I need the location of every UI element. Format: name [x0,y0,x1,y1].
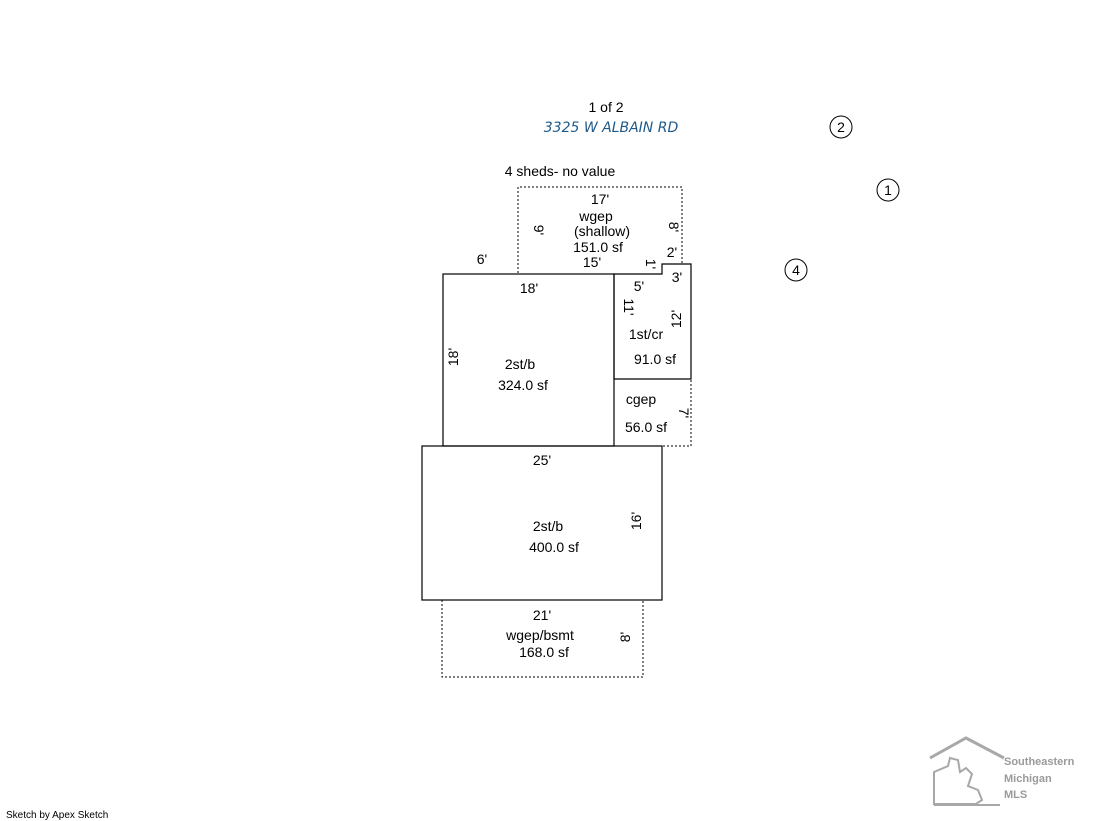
dim-cr-left-11: 11' [621,298,637,315]
dim-step-1: 1' [643,259,659,269]
dim-lower-b-top: 25' [533,452,551,468]
mls-logo-line3: MLS [1004,789,1027,801]
dim-top-wgep-right: 8' [666,222,682,232]
area-wgep-bsmt-name: wgep/bsmt [505,627,574,643]
area-lower-2st-b-size: 400.0 sf [529,539,579,555]
dim-lower-b-side: 16' [628,512,644,530]
dim-cr-right-12: 12' [668,310,684,328]
dim-wgep-bsmt-top: 21' [533,607,551,623]
dim-upper-b-side: 18' [445,348,461,366]
dim-cr-notch-3: 3' [672,269,682,285]
area-upper-2st-b-size: 324.0 sf [498,377,548,393]
area-cgep: cgep 56.0 sf [613,379,692,447]
dim-top-wgep-notch: 2' [667,244,677,260]
dim-top-wgep-left: 9' [531,225,547,235]
svg-text:4: 4 [792,262,800,278]
area-wgep-bsmt: wgep/bsmt 168.0 sf [441,600,644,678]
area-lower-2st-b-name: 2st/b [533,518,564,534]
area-cgep-name: cgep [626,391,657,407]
dim-top-wgep-width: 17' [591,191,609,207]
marker-1: 1 [876,178,900,202]
area-wgep-bsmt-size: 168.0 sf [519,644,569,660]
dim-offset-6: 6' [477,251,487,267]
area-wgep-shallow-name: wgep [578,208,613,224]
marker-2: 2 [829,115,853,139]
dim-cr-top-5: 5' [634,278,644,294]
dim-upper-b-top: 18' [520,280,538,296]
property-address: 3325 W ALBAIN RD [544,120,679,136]
mls-logo-line2: Michigan [1004,773,1052,785]
page-indicator: 1 of 2 [588,99,623,115]
mls-logo-line1: Southeastern [1004,756,1075,768]
dim-wgep-bsmt-side: 8' [617,632,633,642]
area-upper-2st-b-name: 2st/b [505,356,536,372]
area-1st-cr-size: 91.0 sf [634,351,676,367]
area-wgep-shallow-size: 151.0 sf [573,239,623,255]
area-cgep-size: 56.0 sf [625,419,667,435]
area-upper-2st-b: 2st/b 324.0 sf [442,273,615,447]
sheds-note: 4 sheds- no value [505,163,616,179]
area-lower-2st-b: 2st/b 400.0 sf [421,445,663,601]
area-wgep-shallow-sub: (shallow) [574,223,630,239]
svg-text:1: 1 [884,182,892,198]
area-1st-cr-name: 1st/cr [629,326,664,342]
marker-4: 4 [784,258,808,282]
mls-logo: Southeastern Michigan MLS [929,736,1075,806]
dim-top-wgep-bottom: 15' [583,254,601,270]
dim-cgep-right-7: 7' [676,408,692,418]
svg-text:2: 2 [837,119,845,135]
sketch-credit: Sketch by Apex Sketch [6,810,108,821]
